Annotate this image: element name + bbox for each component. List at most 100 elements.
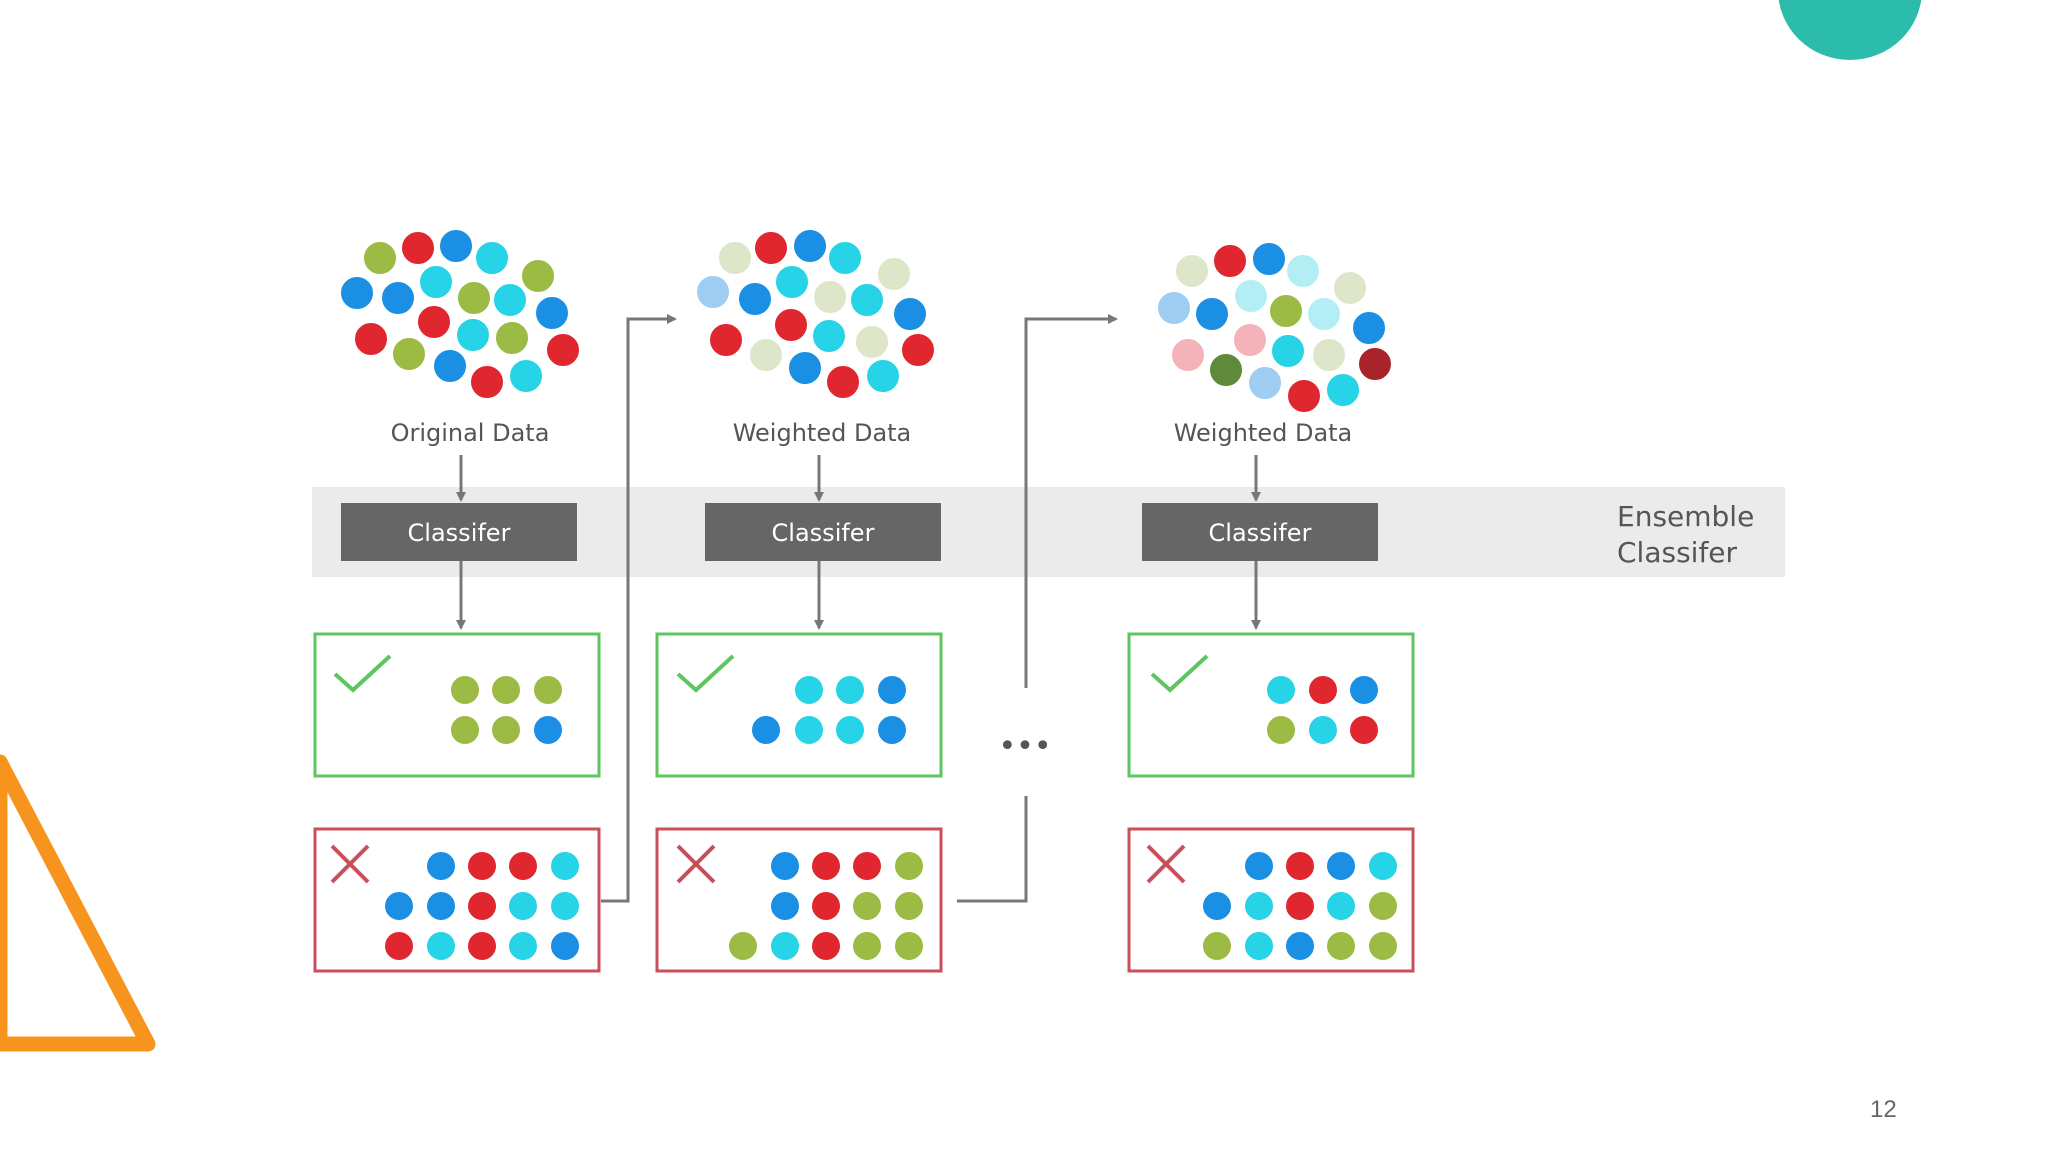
wrong-box-3 <box>1127 827 1415 973</box>
result-dot <box>1284 930 1316 962</box>
data-point <box>773 307 809 343</box>
data-point <box>456 280 492 316</box>
result-dot <box>549 930 581 962</box>
data-point <box>1311 337 1347 373</box>
data-point <box>1212 243 1248 279</box>
data-point <box>811 318 847 354</box>
result-dot <box>383 890 415 922</box>
result-dot <box>532 674 564 706</box>
result-dot <box>769 850 801 882</box>
result-dot <box>893 930 925 962</box>
data-point <box>545 332 581 368</box>
result-dot <box>1201 890 1233 922</box>
wrong-dots-3 <box>1201 850 1399 962</box>
result-dot <box>1325 850 1357 882</box>
data-point <box>469 364 505 400</box>
result-dot <box>750 714 782 746</box>
data-point <box>1170 337 1206 373</box>
stage-3-data-label: Weighted Data <box>1174 419 1353 447</box>
data-point <box>1357 346 1393 382</box>
result-dot <box>1243 850 1275 882</box>
result-dot <box>851 850 883 882</box>
result-dot <box>466 930 498 962</box>
result-dot <box>549 890 581 922</box>
data-point <box>432 348 468 384</box>
data-point <box>1306 296 1342 332</box>
classifier-label-2: Classifer <box>772 519 875 547</box>
data-point <box>362 240 398 276</box>
result-dot <box>1243 890 1275 922</box>
data-point <box>1286 378 1322 414</box>
data-point <box>380 280 416 316</box>
data-point <box>494 320 530 356</box>
data-point <box>353 321 389 357</box>
result-dot <box>1265 714 1297 746</box>
result-dot <box>449 674 481 706</box>
stage-2-data-label: Weighted Data <box>733 419 912 447</box>
result-dot <box>876 674 908 706</box>
result-dot <box>1325 890 1357 922</box>
data-point <box>787 350 823 386</box>
reweight-connector-1 <box>601 314 677 903</box>
wrong-dots-2 <box>727 850 925 962</box>
data-point <box>854 324 890 360</box>
data-point <box>774 264 810 300</box>
result-dot <box>507 890 539 922</box>
result-dot <box>727 930 759 962</box>
reweight-connector-2-upper <box>1024 314 1118 688</box>
result-dot <box>769 930 801 962</box>
data-point <box>416 304 452 340</box>
result-dot <box>810 850 842 882</box>
data-point <box>474 240 510 276</box>
result-dot <box>466 890 498 922</box>
result-dot <box>549 850 581 882</box>
classifier-box-2 <box>705 503 941 561</box>
correct-dots-1 <box>449 674 564 746</box>
data-point <box>1233 278 1269 314</box>
result-dot <box>834 674 866 706</box>
result-dot <box>449 714 481 746</box>
data-point <box>391 336 427 372</box>
ensemble-label-line2: Classifer <box>1617 536 1738 569</box>
wrong-dots-1 <box>383 850 581 962</box>
data-point <box>1332 270 1368 306</box>
data-point <box>708 322 744 358</box>
data-point <box>520 258 556 294</box>
orange-triangle-decoration <box>0 754 156 1052</box>
result-dot <box>1307 674 1339 706</box>
result-dot <box>876 714 908 746</box>
data-point <box>1285 253 1321 289</box>
data-point <box>534 295 570 331</box>
result-dot <box>1367 850 1399 882</box>
result-dot <box>1284 850 1316 882</box>
correct-dots-3 <box>1265 674 1380 746</box>
data-point <box>1268 293 1304 329</box>
result-dot <box>1348 674 1380 706</box>
data-point <box>1156 290 1192 326</box>
data-point <box>753 230 789 266</box>
correct-box-1 <box>313 632 601 778</box>
original-data-cluster <box>339 228 581 400</box>
data-point <box>1251 241 1287 277</box>
data-point <box>892 296 928 332</box>
data-point <box>1208 352 1244 388</box>
result-dot <box>1307 714 1339 746</box>
data-point <box>849 282 885 318</box>
data-point <box>455 317 491 353</box>
data-point <box>1351 310 1387 346</box>
wrong-box-2 <box>655 827 943 973</box>
result-dot <box>425 890 457 922</box>
result-dot <box>793 714 825 746</box>
cross-icon <box>676 844 716 884</box>
data-point <box>1270 333 1306 369</box>
result-dot <box>1243 930 1275 962</box>
correct-box-3 <box>1127 632 1415 778</box>
wrong-box-1 <box>313 827 601 973</box>
weighted-data-cluster-1 <box>695 228 936 400</box>
result-dot <box>507 850 539 882</box>
result-dot <box>793 674 825 706</box>
result-dot <box>1325 930 1357 962</box>
classifier-label-1: Classifer <box>408 519 511 547</box>
